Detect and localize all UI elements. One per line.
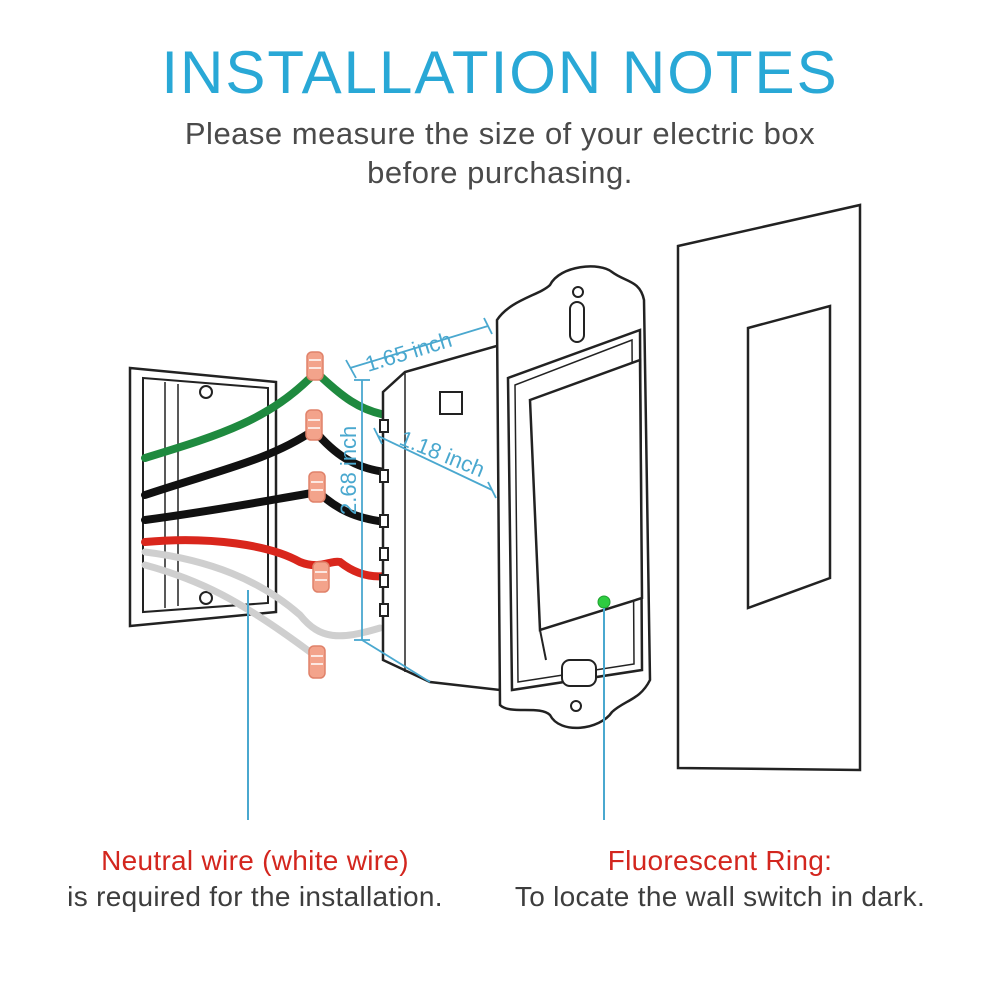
black-wire-1 xyxy=(141,424,389,499)
dimension-height-label: 2.68 inch xyxy=(336,426,361,515)
switch-body xyxy=(379,343,502,692)
page-subtitle: Please measure the size of your electric… xyxy=(0,114,1000,192)
neutral-wire-note: Neutral wire (white wire) is required fo… xyxy=(20,843,490,915)
subtitle-line-1: Please measure the size of your electric… xyxy=(184,116,816,151)
black-wire-2 xyxy=(141,487,389,526)
fluorescent-ring-title: Fluorescent Ring: xyxy=(607,845,833,876)
red-wire xyxy=(141,536,389,581)
page-title: INSTALLATION NOTES xyxy=(161,39,839,106)
wire-nut-2 xyxy=(305,409,323,441)
wall-plate xyxy=(676,203,862,772)
callout-leaders xyxy=(247,590,605,820)
white-wire-2 xyxy=(141,561,314,656)
green-wire xyxy=(141,366,396,462)
white-wire-1 xyxy=(141,548,384,640)
neutral-wire-title: Neutral wire (white wire) xyxy=(101,845,409,876)
wire-nut-5 xyxy=(308,645,326,679)
fluorescent-ring-description: To locate the wall switch in dark. xyxy=(514,881,926,912)
wires xyxy=(141,366,396,656)
wire-nuts xyxy=(305,351,330,679)
subtitle-line-2: before purchasing. xyxy=(367,155,633,190)
dimension-lines xyxy=(345,317,497,683)
wire-nut-3 xyxy=(308,471,326,503)
wire-nut-1 xyxy=(306,351,324,381)
wire-nut-4 xyxy=(312,561,330,593)
switch-face xyxy=(495,265,652,730)
neutral-wire-description: is required for the installation. xyxy=(67,881,443,912)
fluorescent-ring-note: Fluorescent Ring: To locate the wall swi… xyxy=(470,843,970,915)
fluorescent-ring-indicator xyxy=(597,595,611,609)
